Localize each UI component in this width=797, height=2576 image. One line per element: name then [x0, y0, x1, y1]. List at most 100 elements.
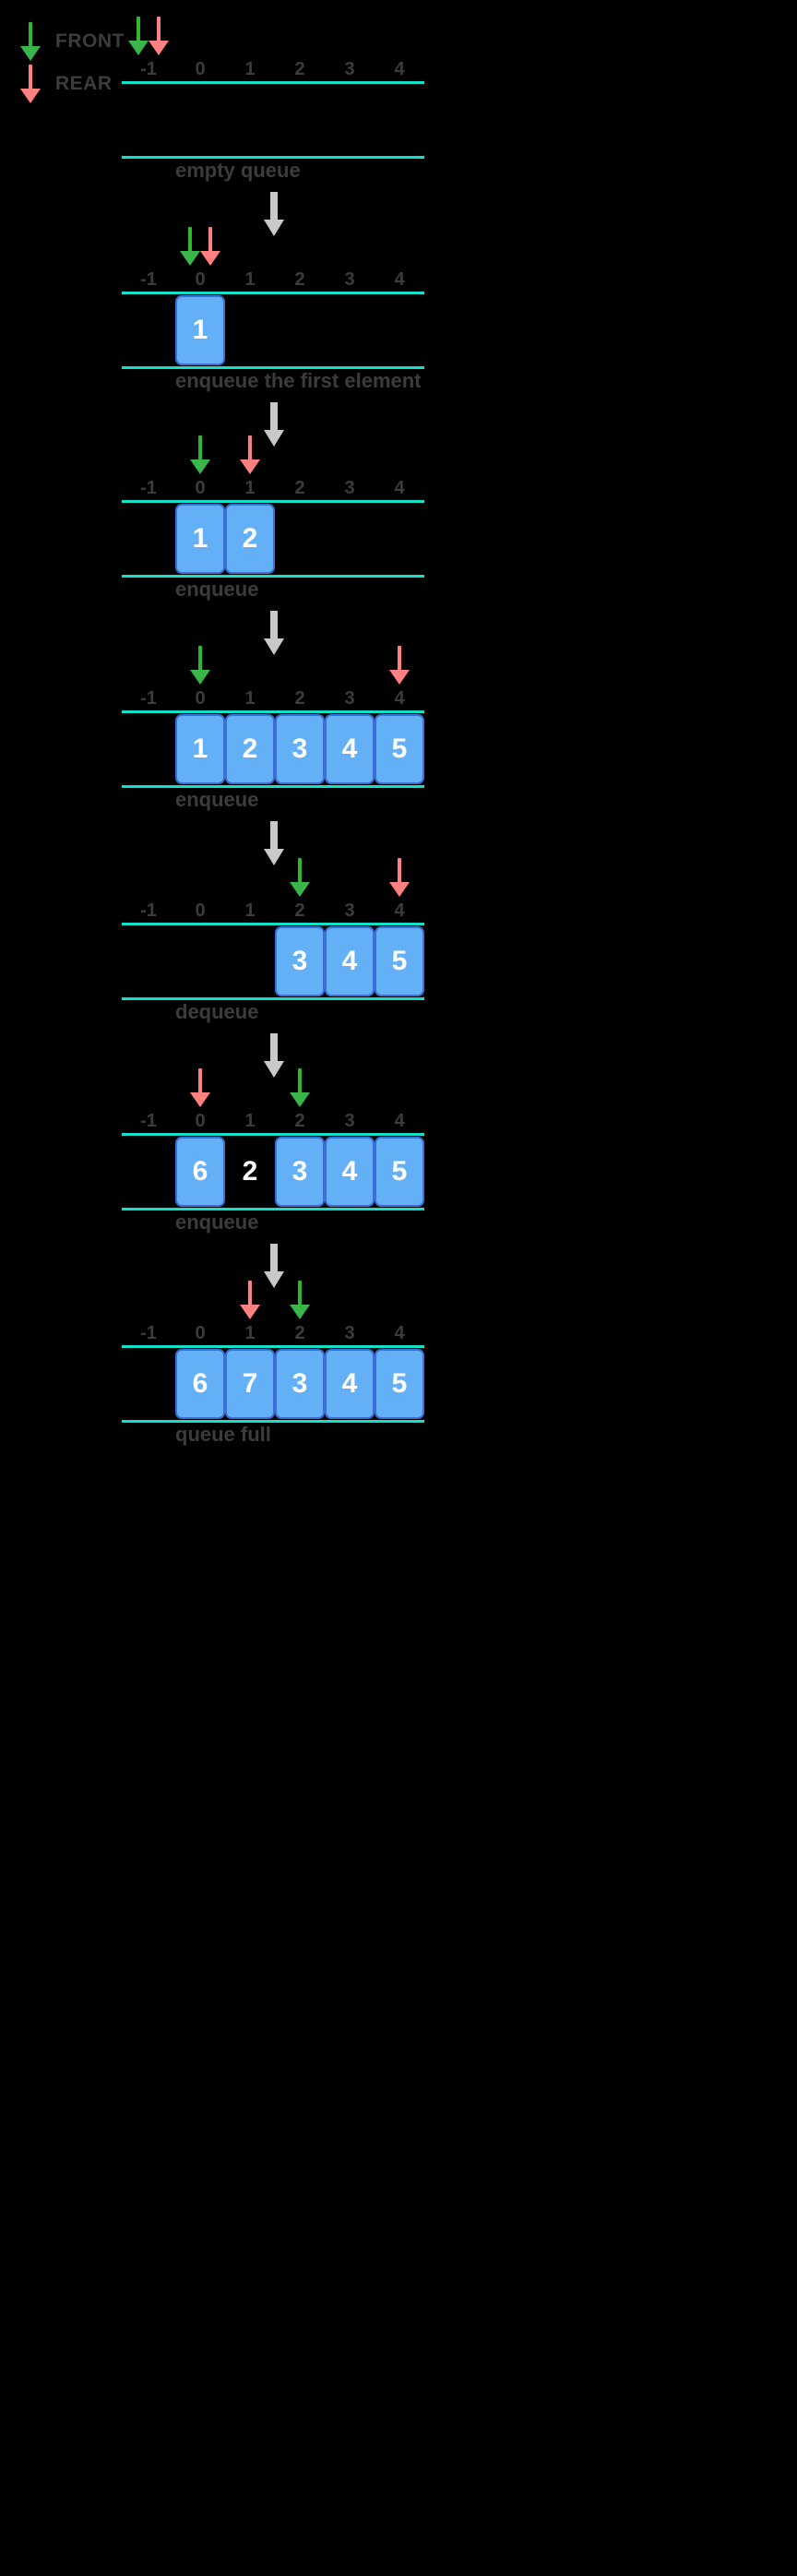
- queue-cell-0: [175, 85, 225, 155]
- rear-pointer-arrow-icon: [389, 646, 410, 685]
- queue-rail-dashed-segment: [122, 292, 175, 294]
- index-label-2: 2: [294, 59, 305, 79]
- index-label--1: -1: [140, 688, 157, 709]
- queue-cell-0: 1: [175, 504, 225, 574]
- index-label-2: 2: [294, 900, 305, 921]
- index-label-1: 1: [244, 900, 256, 921]
- pointer-row: [0, 1068, 797, 1109]
- queue-cell-0: 1: [175, 714, 225, 784]
- queue-rail-bottom: [122, 785, 424, 788]
- index-label-0: 0: [195, 269, 206, 290]
- queue-cell-4: [375, 295, 424, 365]
- queue-rail-dashed-segment: [122, 785, 175, 788]
- queue-cell-3: 4: [325, 714, 375, 784]
- index-label-1: 1: [244, 59, 256, 79]
- index-label-2: 2: [294, 269, 305, 290]
- queue-rail-dashed-segment: [122, 366, 175, 369]
- queue-rail-dashed-segment: [122, 1420, 175, 1423]
- queue-cell-4: 5: [375, 714, 424, 784]
- front-pointer-arrow-icon: [290, 858, 310, 897]
- index-label--1: -1: [140, 269, 157, 290]
- flow-down-arrow-icon: [264, 192, 284, 238]
- queue-rail-dashed-segment: [122, 1345, 175, 1348]
- queue-rail-top: [122, 1133, 424, 1136]
- index-label--1: -1: [140, 1111, 157, 1131]
- rear-pointer-arrow-icon: [240, 1281, 260, 1319]
- queue-cell-3: 4: [325, 926, 375, 996]
- front-pointer-arrow-icon: [290, 1068, 310, 1107]
- queue-rail-top: [122, 923, 424, 925]
- queue-cell-1: [225, 85, 275, 155]
- index-label-1: 1: [244, 269, 256, 290]
- queue-rail-dashed-segment: [122, 81, 175, 84]
- index-label-4: 4: [394, 478, 405, 498]
- index-label--1: -1: [140, 478, 157, 498]
- queue-cell-2: [275, 85, 325, 155]
- legend-label-rear: REAR: [55, 73, 113, 94]
- stage-caption: enqueue: [175, 788, 259, 811]
- queue-rail-bottom: [122, 366, 424, 369]
- queue-rail-dashed-segment: [122, 923, 175, 925]
- queue-cell-3: [325, 295, 375, 365]
- queue-cell-2: 3: [275, 1349, 325, 1419]
- rear-pointer-arrow-icon: [200, 227, 220, 266]
- rear-pointer-arrow-icon: [149, 17, 169, 55]
- flow-down-arrow-icon: [264, 1244, 284, 1290]
- index-label-0: 0: [195, 478, 206, 498]
- index-label-1: 1: [244, 688, 256, 709]
- index-label-4: 4: [394, 900, 405, 921]
- stage-caption: enqueue: [175, 578, 259, 601]
- front-down-arrow-icon: [20, 22, 41, 61]
- index-label-2: 2: [294, 1111, 305, 1131]
- queue-cell-0: 6: [175, 1349, 225, 1419]
- index-label-0: 0: [195, 1111, 206, 1131]
- queue-cell-1: 2: [225, 714, 275, 784]
- queue-cell-2: [275, 504, 325, 574]
- front-pointer-arrow-icon: [290, 1281, 310, 1319]
- index-label-2: 2: [294, 478, 305, 498]
- index-label-3: 3: [344, 1323, 355, 1343]
- rear-down-arrow-icon: [20, 65, 41, 103]
- index-label-3: 3: [344, 900, 355, 921]
- queue-rail-dashed-segment: [122, 1208, 175, 1210]
- queue-cell-4: 5: [375, 1137, 424, 1207]
- legend-label-front: FRONT: [55, 30, 125, 52]
- flow-down-arrow-icon: [264, 821, 284, 867]
- queue-rail-top: [122, 81, 424, 84]
- index-label-2: 2: [294, 688, 305, 709]
- queue-rail-bottom: [122, 1420, 424, 1423]
- pointer-row: [0, 646, 797, 686]
- pointer-row: [0, 227, 797, 268]
- legend: FRONT REAR: [20, 20, 125, 105]
- stage-caption: empty queue: [175, 159, 301, 182]
- queue-cell-3: 4: [325, 1349, 375, 1419]
- queue-rail-top: [122, 292, 424, 294]
- queue-cell-1: [225, 295, 275, 365]
- queue-rail-dashed-segment: [122, 997, 175, 1000]
- index-label-4: 4: [394, 1323, 405, 1343]
- queue-rail-bottom: [122, 575, 424, 578]
- flow-down-arrow-icon: [264, 1033, 284, 1079]
- queue-rail-dashed-segment: [122, 1133, 175, 1136]
- queue-track: [122, 81, 424, 159]
- index-label-0: 0: [195, 900, 206, 921]
- index-label-1: 1: [244, 1111, 256, 1131]
- queue-cell-3: [325, 85, 375, 155]
- queue-cell-row: [175, 85, 424, 155]
- queue-cell-0: 6: [175, 1137, 225, 1207]
